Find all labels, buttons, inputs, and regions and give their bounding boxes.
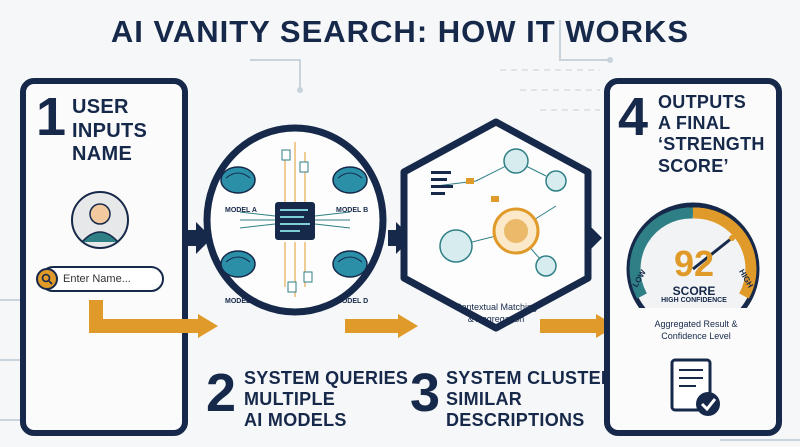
clusters-caption: Contextual Matching & Aggregation: [430, 302, 562, 325]
search-placeholder: Enter Name...: [63, 273, 131, 285]
caption-line: & Aggregation: [467, 313, 525, 324]
step3-heading: SYSTEM CLUSTERS SIMILAR DESCRIPTIONS: [446, 368, 627, 432]
step2-line: AI MODELS: [244, 410, 347, 431]
step4-number: 4: [618, 87, 649, 147]
page-title: AI VANITY SEARCH: HOW IT WORKS: [110, 14, 690, 49]
model-d-label: MODEL D: [336, 298, 369, 305]
result-caption: Aggregated Result & Confidence Level: [626, 318, 766, 342]
step1-heading: USER INPUTS NAME: [72, 96, 147, 167]
step1-line: NAME: [72, 143, 133, 166]
model-b-label: MODEL B: [336, 207, 369, 214]
step3-line: SYSTEM CLUSTERS: [446, 368, 627, 388]
step2-line: SYSTEM QUERIES: [244, 368, 409, 388]
score-label: SCORE: [672, 284, 716, 298]
step2-line: MULTIPLE: [244, 389, 336, 410]
step1-line: USER: [72, 96, 129, 118]
model-a-label: MODEL A: [225, 207, 257, 214]
caption-line: Contextual Matching: [454, 302, 538, 312]
user-avatar-icon: [71, 191, 129, 249]
step1-number: 1: [36, 87, 67, 147]
step2-number: 2: [206, 363, 237, 423]
step4-line: A FINAL: [658, 113, 731, 134]
strength-score-value: 92: [673, 243, 715, 284]
score-gauge: [626, 202, 760, 308]
model-c-label: MODEL C: [225, 298, 258, 305]
search-icon: [36, 268, 58, 290]
confidence-label: HIGH CONFIDENCE: [661, 297, 727, 304]
step3-line: DESCRIPTIONS: [446, 410, 585, 431]
name-search-field[interactable]: Enter Name...: [36, 266, 164, 292]
step2-heading: SYSTEM QUERIES MULTIPLE AI MODELS: [244, 368, 408, 432]
clusters-hexagon: [400, 118, 592, 332]
step4-heading: OUTPUTS A FINAL ‘STRENGTH SCORE’: [658, 92, 765, 177]
document-check-icon: [670, 358, 720, 416]
step1-panel: [20, 78, 188, 436]
step1-line: INPUTS: [72, 119, 148, 142]
result-line: Confidence Level: [661, 331, 731, 342]
step4-line: SCORE’: [658, 155, 729, 176]
step4-line: OUTPUTS: [658, 92, 747, 112]
ai-models-circle: [203, 124, 387, 316]
result-line: Aggregated Result &: [654, 319, 738, 329]
step3-line: SIMILAR: [446, 389, 523, 410]
step3-number: 3: [410, 363, 441, 423]
step4-line: ‘STRENGTH: [658, 134, 765, 155]
